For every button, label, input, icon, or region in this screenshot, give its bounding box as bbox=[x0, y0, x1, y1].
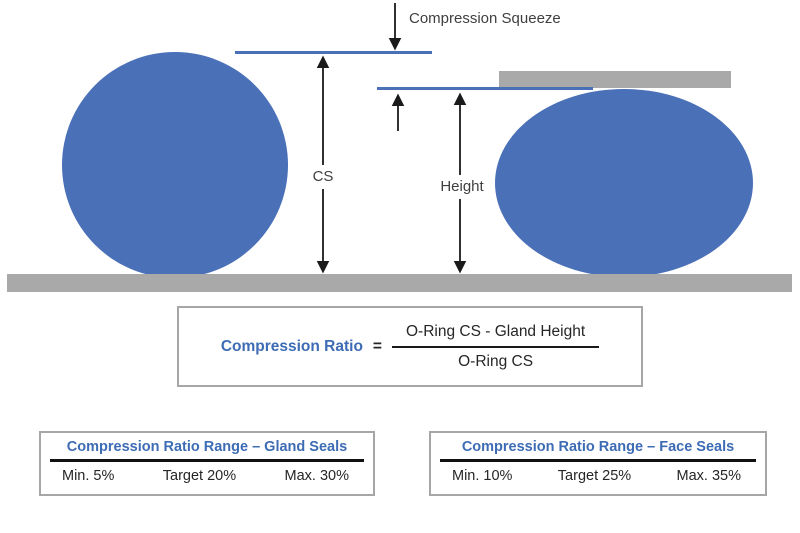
formula-lhs-label: Compression Ratio bbox=[220, 337, 363, 355]
gland-top-surface-bar bbox=[499, 71, 731, 88]
formula-denominator: O-Ring CS bbox=[458, 352, 534, 370]
oring-uncompressed-circle bbox=[62, 52, 288, 278]
ground-surface-bar bbox=[7, 274, 792, 292]
gland-seals-title-underline bbox=[50, 459, 364, 462]
face-seals-max-value: Max. 35% bbox=[676, 468, 741, 484]
gland-seals-min-value: Min. 5% bbox=[62, 468, 115, 484]
oring-compressed-ellipse bbox=[495, 89, 753, 277]
formula-numerator: O-Ring CS - Gland Height bbox=[391, 323, 600, 348]
formula-equals-sign: = bbox=[372, 337, 382, 355]
gland-height-reference-line bbox=[377, 87, 593, 90]
oring-cs-top-reference-line bbox=[235, 51, 432, 54]
compression-squeeze-label: Compression Squeeze bbox=[409, 10, 561, 27]
gland-seals-range-table: Compression Ratio Range – Gland Seals Mi… bbox=[39, 431, 375, 496]
face-seals-target-value: Target 25% bbox=[557, 468, 632, 484]
face-seals-range-table: Compression Ratio Range – Face Seals Min… bbox=[429, 431, 767, 496]
face-seals-title-underline bbox=[440, 459, 756, 462]
compression-ratio-formula-box: Compression Ratio = O-Ring CS - Gland He… bbox=[177, 306, 643, 387]
formula-fraction: O-Ring CS - Gland Height O-Ring CS bbox=[391, 323, 600, 371]
gland-seals-range-title: Compression Ratio Range – Gland Seals bbox=[66, 439, 348, 455]
face-seals-range-values: Min. 10% Target 25% Max. 35% bbox=[431, 462, 765, 484]
gland-seals-max-value: Max. 30% bbox=[284, 468, 349, 484]
face-seals-min-value: Min. 10% bbox=[452, 468, 513, 484]
gland-seals-target-value: Target 20% bbox=[162, 468, 237, 484]
face-seals-range-title: Compression Ratio Range – Face Seals bbox=[461, 439, 735, 455]
gland-seals-range-values: Min. 5% Target 20% Max. 30% bbox=[41, 462, 373, 484]
cs-label: CS bbox=[303, 165, 343, 189]
height-label: Height bbox=[431, 175, 493, 199]
